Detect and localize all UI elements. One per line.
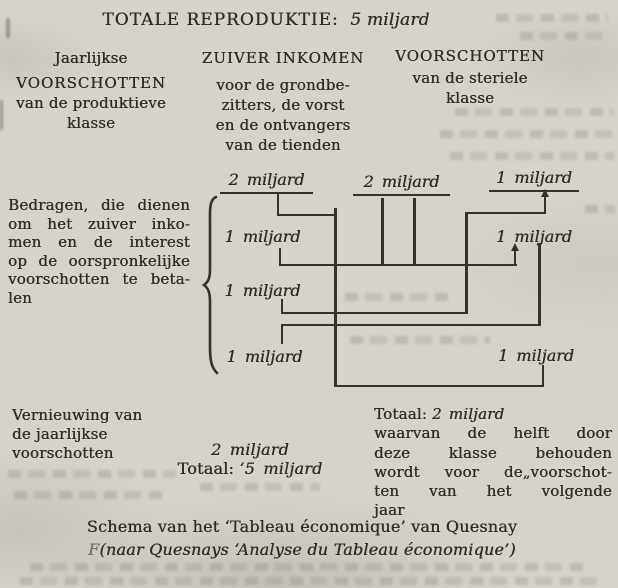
bleedthrough-noise bbox=[350, 336, 490, 344]
caption-line-1: Schema van het ‘Tableau économique’ van … bbox=[86, 517, 518, 536]
note-line: ten van het volgende bbox=[374, 482, 612, 501]
bleedthrough-noise bbox=[345, 293, 453, 301]
bleedthrough-noise bbox=[200, 483, 320, 491]
note-line: om het zuiver inko- bbox=[8, 214, 190, 233]
note-line: op de oorspronkelijke bbox=[8, 251, 190, 270]
total-label: Totaal: bbox=[177, 459, 235, 478]
scan-smudge bbox=[0, 100, 3, 130]
flow-line bbox=[542, 365, 544, 387]
total-line: Totaal: 2 miljard bbox=[374, 405, 612, 424]
total-line: Totaal: ‘5 miljard bbox=[160, 459, 340, 478]
flow-line bbox=[281, 299, 283, 314]
arrow-up-icon bbox=[511, 243, 519, 251]
flow-line bbox=[413, 198, 416, 266]
header-line: van de tienden bbox=[225, 136, 341, 154]
scan-smudge bbox=[6, 18, 10, 38]
flow-line bbox=[381, 198, 384, 266]
amount-left-row1: 2 miljard bbox=[220, 170, 313, 194]
title-amount: 5 miljard bbox=[350, 10, 430, 30]
header-line: van de steriele bbox=[412, 69, 528, 87]
page-title: TOTALE REPRODUKTIE: 5 miljard bbox=[30, 10, 502, 30]
amount-middle-row1: 2 miljard bbox=[353, 172, 450, 196]
caption-line-2: F(naar Quesnays ‘Analyse du Tableau écon… bbox=[14, 538, 590, 561]
header-line: van de produktieve bbox=[16, 94, 166, 112]
header-line: Jaarlijkse bbox=[54, 49, 128, 67]
column-header-net-income: ZUIVER INKOMEN voor de grondbe- zitters,… bbox=[191, 48, 375, 155]
note-line: Bedragen, die dienen bbox=[8, 196, 190, 214]
arrow-up-icon bbox=[541, 189, 549, 197]
total-amount: 2 miljard bbox=[211, 440, 289, 459]
bleedthrough-noise bbox=[450, 152, 614, 160]
column-header-sterile-class: VOORSCHOTTEN van de steriele klasse bbox=[390, 46, 550, 108]
flow-line bbox=[277, 192, 279, 216]
header-line: zitters, de vorst bbox=[221, 96, 345, 114]
flow-line bbox=[334, 208, 337, 387]
left-note: Bedragen, die dienen om het zuiver inko-… bbox=[8, 196, 190, 308]
flow-line bbox=[465, 212, 546, 214]
header-line: en de ontvangers bbox=[215, 116, 351, 134]
flow-line bbox=[465, 212, 468, 314]
note-line: voorschotten te beta- bbox=[8, 270, 190, 289]
total-value: ‘5 miljard bbox=[239, 459, 323, 478]
note-line: len bbox=[8, 288, 32, 307]
flow-line bbox=[281, 324, 283, 344]
header-line: VOORSCHOTTEN bbox=[395, 47, 545, 65]
header-line: klasse bbox=[66, 114, 116, 132]
header-line: voor de grondbe- bbox=[216, 76, 350, 94]
note-line: deze klasse behouden bbox=[374, 443, 612, 462]
amount-left-row3: 1 miljard bbox=[224, 281, 301, 300]
bottom-middle-total: 2 miljard Totaal: ‘5 miljard bbox=[160, 440, 340, 478]
flow-line bbox=[538, 243, 541, 326]
total-value: 2 miljard bbox=[432, 405, 505, 423]
flow-line bbox=[279, 248, 281, 266]
title-roman: TOTALE REPRODUKTIE: bbox=[102, 10, 339, 30]
amount-left-row4: 1 miljard bbox=[226, 347, 303, 366]
bleedthrough-noise bbox=[8, 470, 176, 478]
bottom-right-total-note: Totaal: 2 miljard waarvan de helft door … bbox=[374, 405, 612, 521]
bleedthrough-noise bbox=[14, 491, 164, 499]
renewal-note: Vernieuwing van de jaarlijkse voorschott… bbox=[12, 406, 184, 463]
note-line: wordt voor de„voorschot- bbox=[374, 462, 612, 481]
flow-line bbox=[282, 312, 467, 314]
header-line: klasse bbox=[445, 89, 495, 107]
note-line: men en de interest bbox=[8, 233, 190, 252]
print-artifact: F bbox=[88, 540, 100, 559]
amount-right-row1: 1 miljard bbox=[489, 168, 579, 192]
flow-line bbox=[279, 264, 517, 266]
figure-caption: Schema van het ‘Tableau économique’ van … bbox=[14, 515, 590, 561]
caption-source: (naar Quesnays ‘Analyse du Tableau écono… bbox=[99, 540, 516, 559]
amount-left-row2: 1 miljard bbox=[224, 227, 301, 246]
bleedthrough-noise bbox=[455, 108, 613, 116]
bleedthrough-noise bbox=[20, 577, 598, 585]
header-line: VOORSCHOTTEN bbox=[16, 74, 166, 92]
flow-line bbox=[334, 385, 544, 387]
bleedthrough-noise bbox=[30, 563, 586, 571]
note-line: voorschotten bbox=[12, 444, 114, 462]
flow-line bbox=[282, 324, 540, 326]
bleedthrough-noise bbox=[440, 130, 614, 138]
note-line: jaar bbox=[374, 501, 405, 520]
amount-right-row2: 1 miljard bbox=[495, 227, 573, 246]
total-label: Totaal: bbox=[374, 405, 428, 423]
amount-right-row4: 1 miljard bbox=[497, 346, 575, 365]
note-line: waarvan de helft door bbox=[374, 424, 612, 443]
flow-line bbox=[277, 214, 337, 216]
flow-line bbox=[514, 250, 516, 266]
note-line: Vernieuwing van bbox=[12, 406, 143, 424]
column-header-productive-class: Jaarlijkse VOORSCHOTTEN van de produktie… bbox=[8, 48, 174, 133]
brace-icon bbox=[201, 195, 219, 375]
bleedthrough-noise bbox=[520, 32, 610, 40]
bleedthrough-noise bbox=[585, 205, 615, 213]
note-line: de jaarlijkse bbox=[12, 425, 108, 443]
flow-line bbox=[544, 196, 546, 214]
bleedthrough-noise bbox=[496, 14, 608, 22]
header-line: ZUIVER INKOMEN bbox=[201, 49, 365, 67]
